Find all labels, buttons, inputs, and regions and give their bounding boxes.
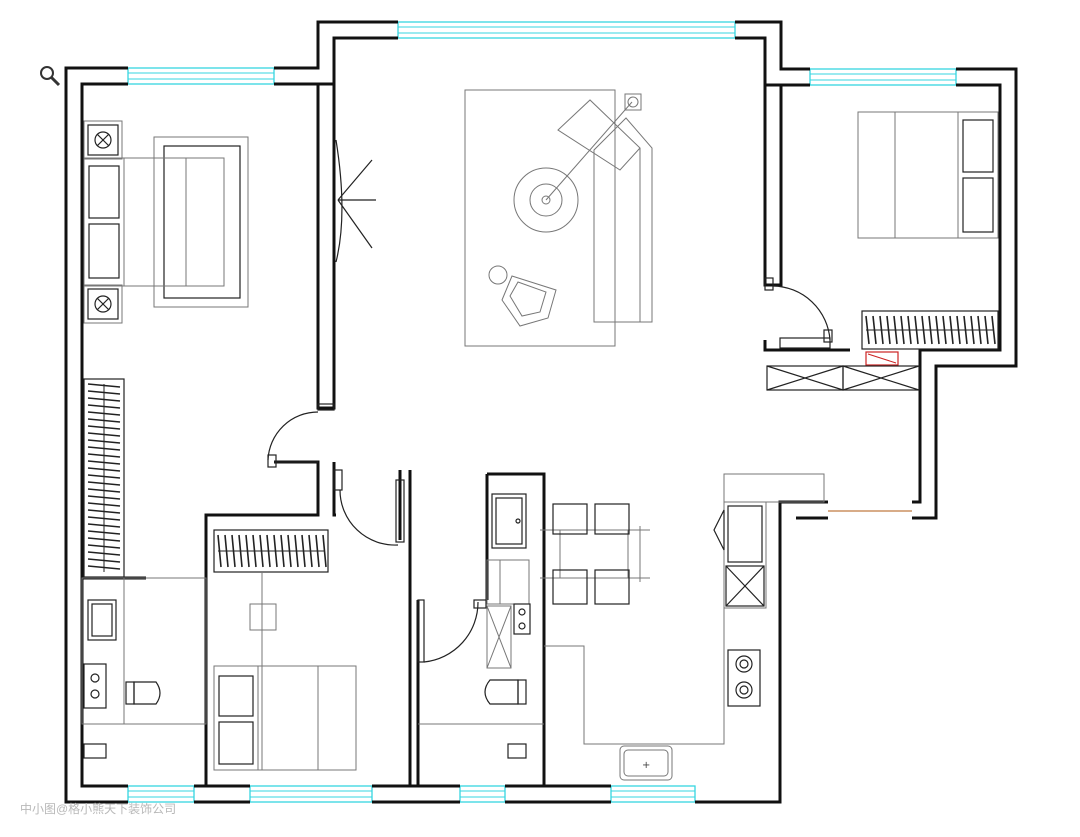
- kitchen-dining: +: [540, 473, 912, 781]
- bathroom-2: [418, 493, 544, 759]
- living-room-furniture: [464, 89, 653, 347]
- door-living-swing: [335, 139, 376, 263]
- window-top-right-bedroom: [809, 68, 957, 86]
- washer-1: [83, 663, 107, 709]
- window-bottom-4: [610, 785, 696, 803]
- door-corridor: [333, 469, 405, 546]
- svg-text:+: +: [642, 760, 650, 771]
- watermark-text: 中小图@格小熊天下装饰公司: [20, 802, 177, 816]
- marker-box: [865, 351, 899, 366]
- window-bottom-2: [249, 785, 373, 803]
- bathroom-1: [81, 577, 207, 759]
- zoom-magnifier-icon[interactable]: [38, 64, 62, 88]
- second-bedroom: [213, 529, 357, 771]
- toilet-2: [484, 679, 527, 705]
- windows: [127, 21, 957, 803]
- storage-cabinet: [766, 365, 920, 391]
- nightstand-top: [83, 120, 123, 160]
- window-top-living: [397, 21, 736, 39]
- wardrobe-right: [865, 315, 996, 345]
- floor-lamp: [513, 93, 642, 233]
- toilet-1: [125, 681, 161, 705]
- nightstand-bottom: [83, 284, 123, 324]
- washbasin-1: [87, 599, 117, 641]
- stove: [727, 649, 761, 707]
- shower-1: [83, 743, 107, 759]
- sofa: [557, 99, 653, 323]
- side-table: [488, 265, 508, 285]
- right-bedroom-furniture: [766, 111, 999, 391]
- window-top-left-bedroom: [127, 67, 275, 85]
- door-left-bedroom: [267, 403, 335, 468]
- washer-2: [513, 603, 531, 635]
- exterior-walls: [64, 20, 1018, 804]
- doors: [267, 139, 833, 663]
- left-bedroom-furniture: [83, 120, 249, 578]
- dining-table: [540, 503, 650, 605]
- wardrobe-left: [87, 383, 121, 572]
- shower-2: [507, 743, 527, 759]
- wardrobe-middle: [217, 534, 327, 568]
- window-bottom-1: [127, 785, 195, 803]
- armchair: [501, 275, 557, 327]
- door-bathroom-2: [417, 599, 487, 663]
- door-right-bedroom: [764, 277, 833, 349]
- washbasin-2: [491, 493, 527, 549]
- interior-walls: [82, 84, 850, 786]
- kitchen-sink: +: [619, 745, 673, 781]
- window-bottom-3: [459, 785, 506, 803]
